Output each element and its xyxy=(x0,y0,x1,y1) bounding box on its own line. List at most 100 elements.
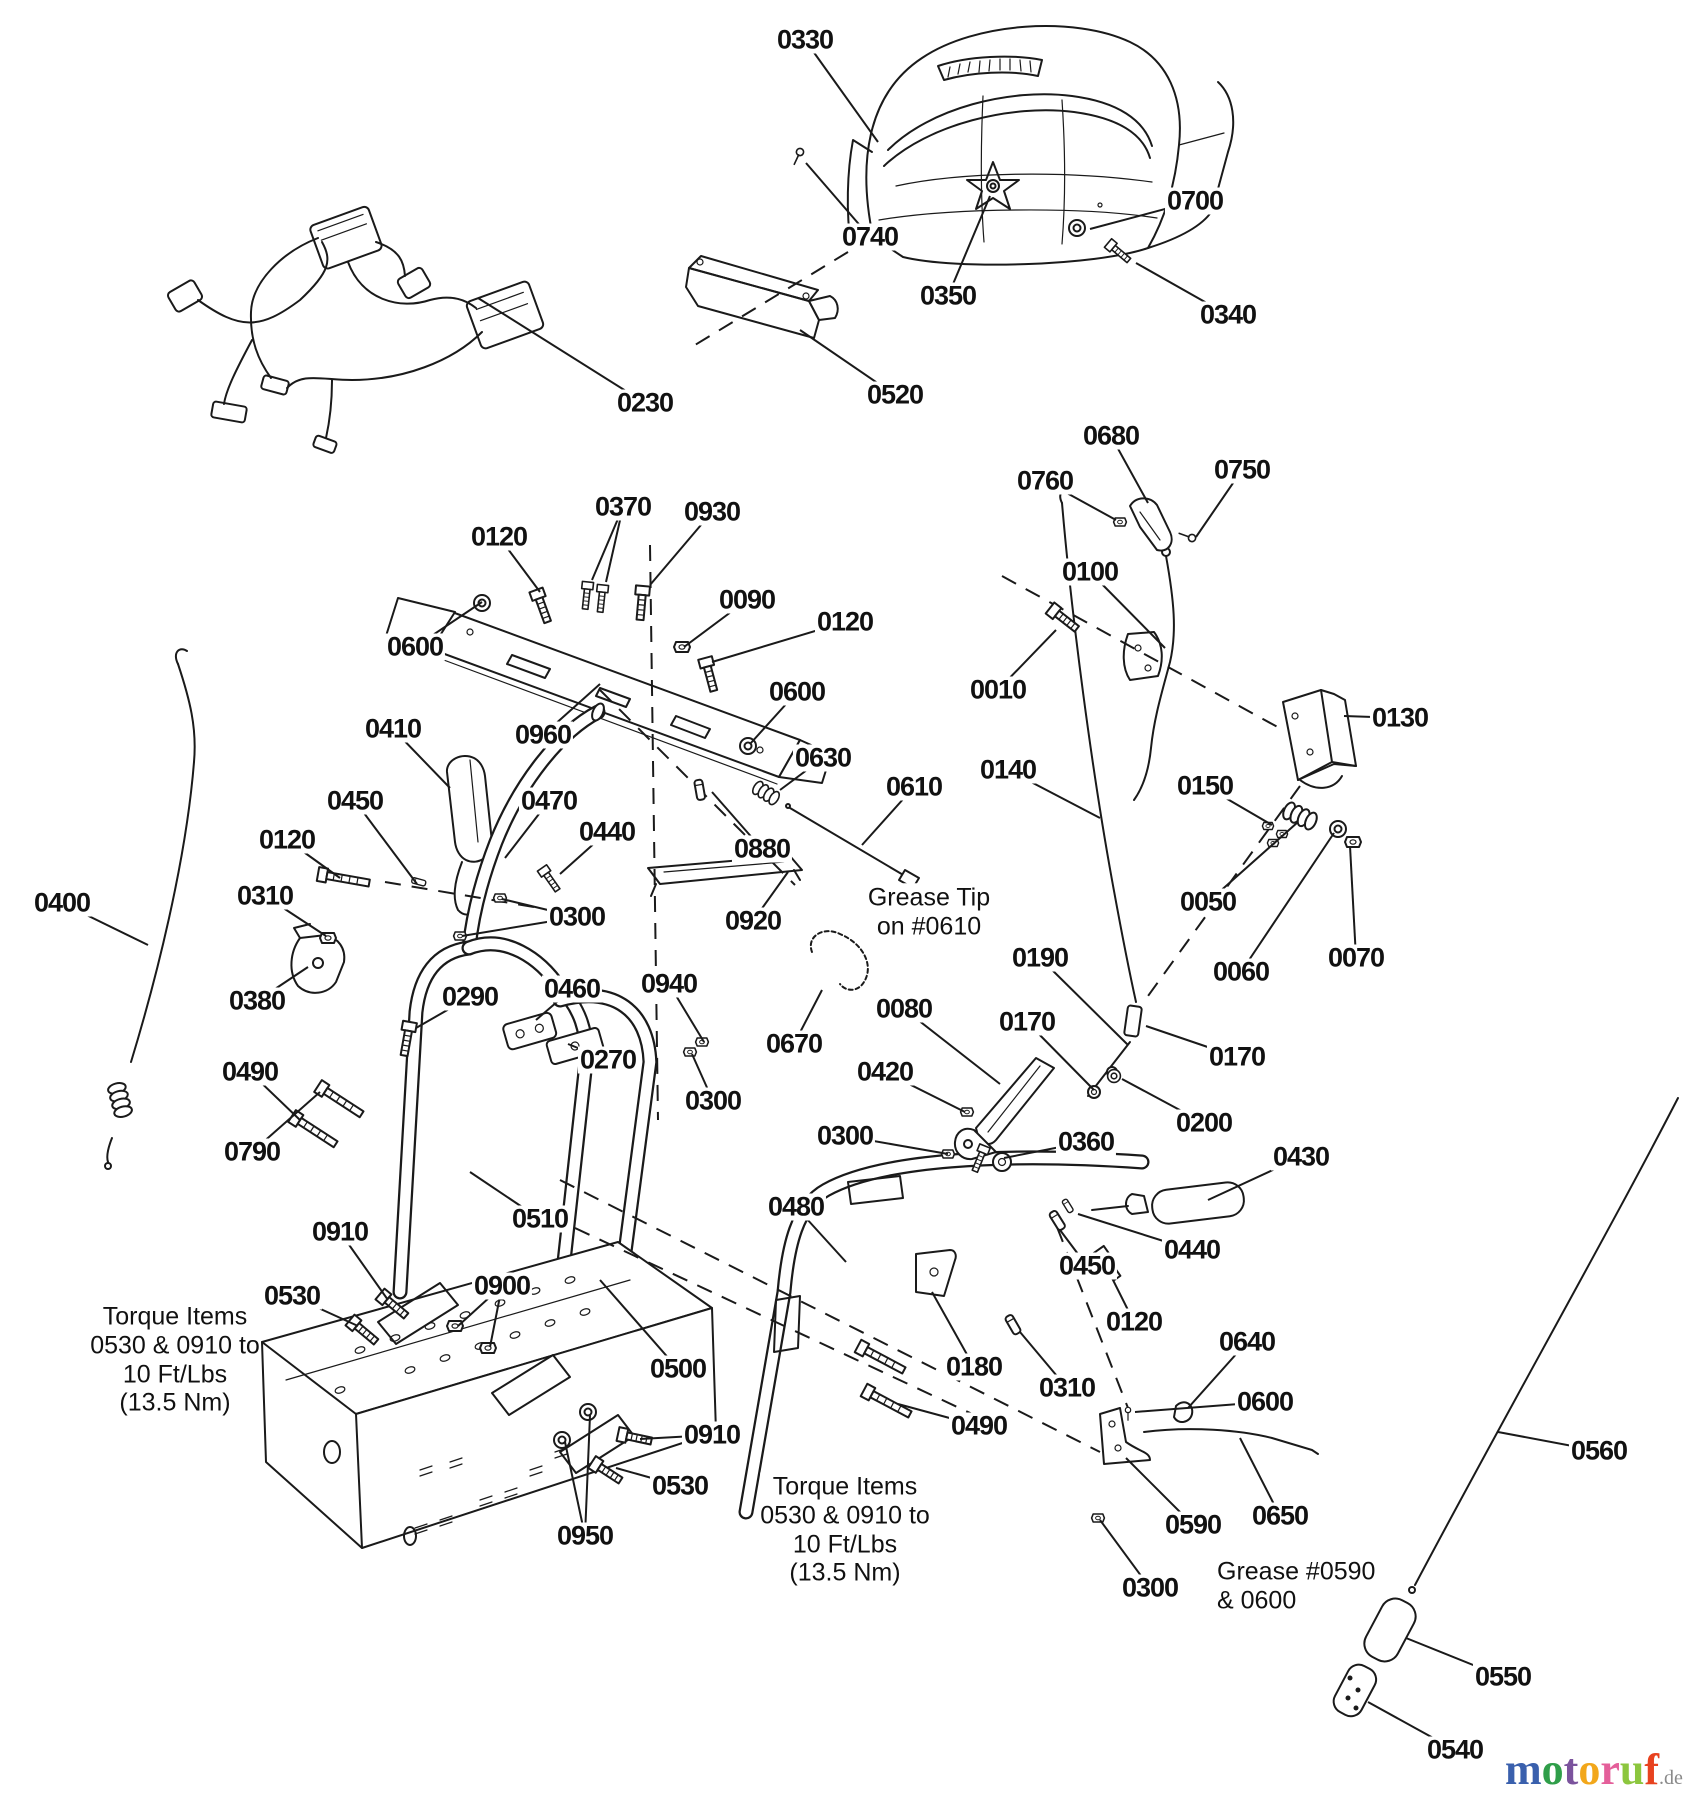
logo-letter: f xyxy=(1644,1745,1659,1794)
control-lever-upper xyxy=(1129,497,1173,552)
part-callout-0610: 0610 xyxy=(883,771,945,802)
mount-bracket-0130 xyxy=(1282,689,1357,789)
part-callout-0310: 0310 xyxy=(1036,1372,1098,1403)
part-callout-0370: 0370 xyxy=(592,491,654,522)
part-callout-0170: 0170 xyxy=(1206,1041,1268,1072)
part-callout-0180: 0180 xyxy=(943,1351,1005,1382)
hood-part xyxy=(846,25,1235,266)
leader-line xyxy=(599,1279,679,1370)
right-handlebar xyxy=(738,1150,1150,1520)
part-callout-0440: 0440 xyxy=(1161,1234,1223,1265)
part-callout-0740: 0740 xyxy=(839,221,901,252)
curved-strap xyxy=(809,930,869,991)
leader-line xyxy=(947,195,991,297)
part-callout-0490: 0490 xyxy=(219,1056,281,1087)
part-callout-0090: 0090 xyxy=(716,584,778,615)
leader-line xyxy=(564,1441,586,1537)
note-line: 0530 & 0910 to xyxy=(760,1501,930,1530)
part-callout-0460: 0460 xyxy=(541,973,603,1004)
part-callout-0060: 0060 xyxy=(1210,956,1272,987)
part-callout-0450: 0450 xyxy=(324,785,386,816)
cable-clamp-0460 xyxy=(502,1011,558,1051)
note-line: Grease Tip xyxy=(867,883,991,912)
logo-letter: r xyxy=(1600,1745,1620,1794)
note-line: 10 Ft/Lbs xyxy=(122,1360,228,1388)
hook-bracket-0380 xyxy=(290,923,346,994)
part-callout-0120: 0120 xyxy=(468,521,530,552)
motoruf-logo[interactable]: motoruf.de xyxy=(1505,1748,1683,1792)
part-callout-0530: 0530 xyxy=(649,1470,711,1501)
latch-rod-0650 xyxy=(1143,1428,1319,1455)
part-callout-0680: 0680 xyxy=(1080,420,1142,451)
headlight-part xyxy=(685,255,839,339)
part-callout-0050: 0050 xyxy=(1177,886,1239,917)
part-callout-0310: 0310 xyxy=(234,880,296,911)
part-callout-0190: 0190 xyxy=(1009,942,1071,973)
part-callout-0300: 0300 xyxy=(682,1085,744,1116)
part-callout-0530: 0530 xyxy=(261,1280,323,1311)
part-callout-0480: 0480 xyxy=(765,1191,827,1222)
part-callout-0930: 0930 xyxy=(681,496,743,527)
leader-line xyxy=(1039,957,1129,1046)
note-line: Torque Items xyxy=(102,1302,248,1331)
part-callout-0450: 0450 xyxy=(1056,1250,1118,1281)
note-line: Torque Items xyxy=(772,1472,918,1501)
part-callout-0540: 0540 xyxy=(1424,1734,1486,1765)
bracket-0180 xyxy=(915,1249,957,1297)
right-control-lever xyxy=(953,1057,1055,1172)
logo-letter: o xyxy=(1578,1745,1601,1794)
part-callout-0140: 0140 xyxy=(977,754,1039,785)
part-callout-0410: 0410 xyxy=(362,713,424,744)
part-callout-0600: 0600 xyxy=(1234,1386,1296,1417)
part-callout-0700: 0700 xyxy=(1164,185,1226,216)
leader-line xyxy=(1240,832,1335,973)
note-line: 0530 & 0910 to xyxy=(90,1331,260,1360)
part-callout-0750: 0750 xyxy=(1211,454,1273,485)
part-callout-0650: 0650 xyxy=(1249,1500,1311,1531)
part-callout-0420: 0420 xyxy=(854,1056,916,1087)
note-line: Grease #0590 xyxy=(1217,1557,1376,1586)
right-cable xyxy=(1332,1097,1679,1718)
motoruf-logo-suffix: .de xyxy=(1658,1767,1683,1789)
part-callout-0340: 0340 xyxy=(1197,299,1259,330)
part-callout-0600: 0600 xyxy=(766,676,828,707)
logo-letter: o xyxy=(1541,1745,1564,1794)
part-callout-0670: 0670 xyxy=(763,1028,825,1059)
part-callout-0230: 0230 xyxy=(614,387,676,418)
part-callout-0470: 0470 xyxy=(518,785,580,816)
note-line: (13.5 Nm) xyxy=(119,1388,231,1417)
part-callout-0640: 0640 xyxy=(1216,1326,1278,1357)
part-callout-0560: 0560 xyxy=(1568,1435,1630,1466)
grip-bumper xyxy=(1091,1181,1245,1225)
part-callout-0920: 0920 xyxy=(722,905,784,936)
part-callout-0360: 0360 xyxy=(1055,1126,1117,1157)
logo-letter: t xyxy=(1563,1745,1579,1794)
leader-line xyxy=(354,800,418,885)
logo-letter: m xyxy=(1505,1745,1542,1794)
part-callout-0510: 0510 xyxy=(509,1203,571,1234)
part-callout-0950: 0950 xyxy=(554,1520,616,1551)
part-callout-0440: 0440 xyxy=(576,816,638,847)
part-callout-0120: 0120 xyxy=(1103,1306,1165,1337)
left-cable xyxy=(104,648,196,1170)
note-line: & 0600 xyxy=(1217,1586,1297,1614)
part-callout-0100: 0100 xyxy=(1059,556,1121,587)
part-callout-0790: 0790 xyxy=(221,1136,283,1167)
part-callout-0130: 0130 xyxy=(1369,702,1431,733)
part-callout-0590: 0590 xyxy=(1162,1509,1224,1540)
leader-line xyxy=(584,1414,591,1537)
part-callout-0400: 0400 xyxy=(31,887,93,918)
part-callout-0150: 0150 xyxy=(1174,770,1236,801)
part-callout-0430: 0430 xyxy=(1270,1141,1332,1172)
frame-box xyxy=(261,1241,717,1549)
part-callout-0330: 0330 xyxy=(774,24,836,55)
note-line: (13.5 Nm) xyxy=(789,1558,901,1587)
part-callout-0380: 0380 xyxy=(226,985,288,1016)
leader-line xyxy=(477,297,646,404)
part-callout-0300: 0300 xyxy=(546,901,608,932)
